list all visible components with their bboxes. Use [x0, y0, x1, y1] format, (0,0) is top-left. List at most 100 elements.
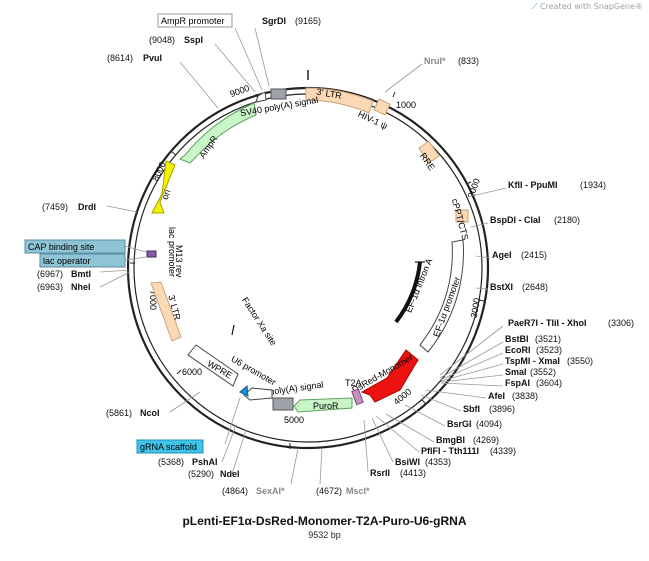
site-sbfi-name[interactable]: SbfI	[463, 404, 480, 414]
site-pvui-name[interactable]: PvuI	[143, 53, 162, 63]
feature-lac-promoter[interactable]	[146, 250, 157, 258]
feature-puror-label: PuroR	[313, 401, 339, 411]
site-pshai-pos: (5368)	[158, 457, 184, 467]
site-ncoi-name[interactable]: NcoI	[140, 408, 160, 418]
credit-text: Created with SnapGene®	[540, 2, 643, 11]
site-bmti-name[interactable]: BmtI	[71, 269, 91, 279]
site-sexai-name[interactable]: SexAI*	[256, 486, 285, 496]
site-bsrgi-pos: (4094)	[476, 419, 502, 429]
site-fspai-pos: (3604)	[536, 378, 562, 388]
callout-lines	[99, 27, 507, 485]
feature-ori[interactable]	[151, 160, 176, 214]
snapgene-credit: ⟋ Created with SnapGene®	[532, 2, 643, 12]
feature-3ltr-2[interactable]	[150, 281, 182, 342]
feature-wpre[interactable]	[187, 344, 239, 387]
site-afei-name[interactable]: AfeI	[488, 391, 505, 401]
tick-label-7000: 7000	[148, 290, 158, 310]
site-ncoi-pos: (5861)	[106, 408, 132, 418]
tick-label-1000: 1000	[396, 100, 416, 110]
tick-label-6000: 6000	[182, 367, 202, 377]
site-smai-pos: (3552)	[530, 367, 556, 377]
feature-ori-label: ori	[160, 188, 173, 201]
site-kfli-pos: (1934)	[580, 180, 606, 190]
site-bstbi-pos: (3521)	[535, 334, 561, 344]
site-msci-name[interactable]: MscI*	[346, 486, 370, 496]
site-drdi-name[interactable]: DrdI	[78, 202, 96, 212]
feature-bgh-polya[interactable]	[272, 397, 294, 411]
feature-ef1a-promoter-label: EF-1α promoter	[431, 275, 462, 338]
site-tspmi-pos: (3550)	[567, 356, 593, 366]
feature-cppt[interactable]	[455, 209, 469, 223]
site-agei-pos: (2415)	[521, 250, 547, 260]
site-tspmi-name[interactable]: TspMI - XmaI	[505, 356, 560, 366]
site-sspi-name[interactable]: SspI	[184, 35, 203, 45]
feature-3ltr[interactable]	[305, 87, 374, 114]
site-sgrdi-pos: (9165)	[295, 16, 321, 26]
feature-ampr[interactable]	[179, 102, 257, 164]
site-sexai-pos: (4864)	[222, 486, 248, 496]
site-ndei-pos: (5290)	[188, 469, 214, 479]
feature-dsred-monomer[interactable]	[360, 349, 419, 403]
callout-cap: CAP binding site	[28, 242, 94, 252]
callout-ampr-promoter: AmpR promoter	[161, 16, 225, 26]
feature-u6-label: U6 promoter	[229, 354, 277, 388]
site-bsiwi-pos: (4353)	[425, 457, 451, 467]
site-nhei-pos: (6963)	[37, 282, 63, 292]
site-bmgbi-name[interactable]: BmgBI	[436, 435, 465, 445]
site-ecori-pos: (3523)	[536, 345, 562, 355]
site-rsrii-name[interactable]: RsrII	[370, 468, 390, 478]
callout-lac-operator-box[interactable]	[39, 253, 126, 268]
feature-m13rev-label: M13 rev	[174, 245, 184, 278]
site-nhei-name[interactable]: NheI	[71, 282, 91, 292]
feature-ef1a-intron[interactable]	[394, 261, 422, 324]
plasmid-size: 9532 bp	[308, 530, 341, 540]
site-pvui-pos: (8614)	[107, 53, 133, 63]
site-pflfi-name[interactable]: PflFI - Tth111I	[421, 446, 479, 456]
callout-boxes: AmpR promoter CAP binding site lac opera…	[24, 13, 233, 454]
callout-ampr-promoter-box[interactable]	[157, 13, 233, 28]
site-sspi-pos: (9048)	[149, 35, 175, 45]
site-afei-pos: (3838)	[512, 391, 538, 401]
callout-grna: gRNA scaffold	[140, 442, 197, 452]
site-pshai-name[interactable]: PshAI	[192, 457, 218, 467]
tick-label-3000: 3000	[469, 297, 482, 318]
feature-t2a[interactable]	[351, 388, 364, 406]
site-agei-name[interactable]: AgeI	[492, 250, 512, 260]
site-fspai-name[interactable]: FspAI	[505, 378, 530, 388]
site-bmti-pos: (6967)	[37, 269, 63, 279]
feature-rre[interactable]	[418, 140, 440, 164]
site-smai-name[interactable]: SmaI	[505, 367, 527, 377]
site-bstxi-pos: (2648)	[522, 282, 548, 292]
feature-sv40-polya[interactable]	[270, 88, 287, 100]
site-sbfi-pos: (3896)	[489, 404, 515, 414]
site-drdi-pos: (7459)	[42, 202, 68, 212]
site-ecori-name[interactable]: EcoRI	[505, 345, 531, 355]
site-bsiwi-name[interactable]: BsiWI	[395, 457, 420, 467]
feature-3ltr-label: 3' LTR	[316, 87, 343, 101]
feature-t2a-label: T2A	[345, 378, 362, 388]
site-paer7i-pos: (3306)	[608, 318, 634, 328]
feature-factor-xa[interactable]	[231, 324, 235, 336]
site-bsrgi-name[interactable]: BsrGI	[447, 419, 472, 429]
feature-grna-scaffold[interactable]	[239, 384, 249, 397]
feature-puror[interactable]	[293, 397, 353, 413]
feature-hiv-psi[interactable]	[373, 98, 391, 116]
site-ndei-name[interactable]: NdeI	[220, 469, 240, 479]
snapgene-logo-icon: ⟋	[531, 2, 538, 11]
site-sgrdi-name[interactable]: SgrDI	[262, 16, 286, 26]
feature-ef1a-promoter[interactable]	[419, 239, 464, 353]
site-kfli-name[interactable]: KflI - PpuMI	[508, 180, 558, 190]
site-nrui-pos: (833)	[458, 56, 479, 66]
callout-grna-box[interactable]	[136, 439, 204, 454]
tick-label-5000: 5000	[284, 415, 304, 425]
site-bspdi-name[interactable]: BspDI - ClaI	[490, 215, 541, 225]
site-bstxi-name[interactable]: BstXI	[490, 282, 513, 292]
site-bstbi-name[interactable]: BstBI	[505, 334, 529, 344]
site-nrui-name[interactable]: NruI*	[424, 56, 446, 66]
feature-ampr-promoter[interactable]	[255, 91, 267, 103]
restriction-sites: SgrDI (9165) (9048) SspI (8614) PvuI Nru…	[37, 16, 634, 496]
site-msci-pos: (4672)	[316, 486, 342, 496]
callout-cap-box[interactable]	[24, 239, 126, 254]
site-paer7i-name[interactable]: PaeR7I - TliI - XhoI	[508, 318, 587, 328]
